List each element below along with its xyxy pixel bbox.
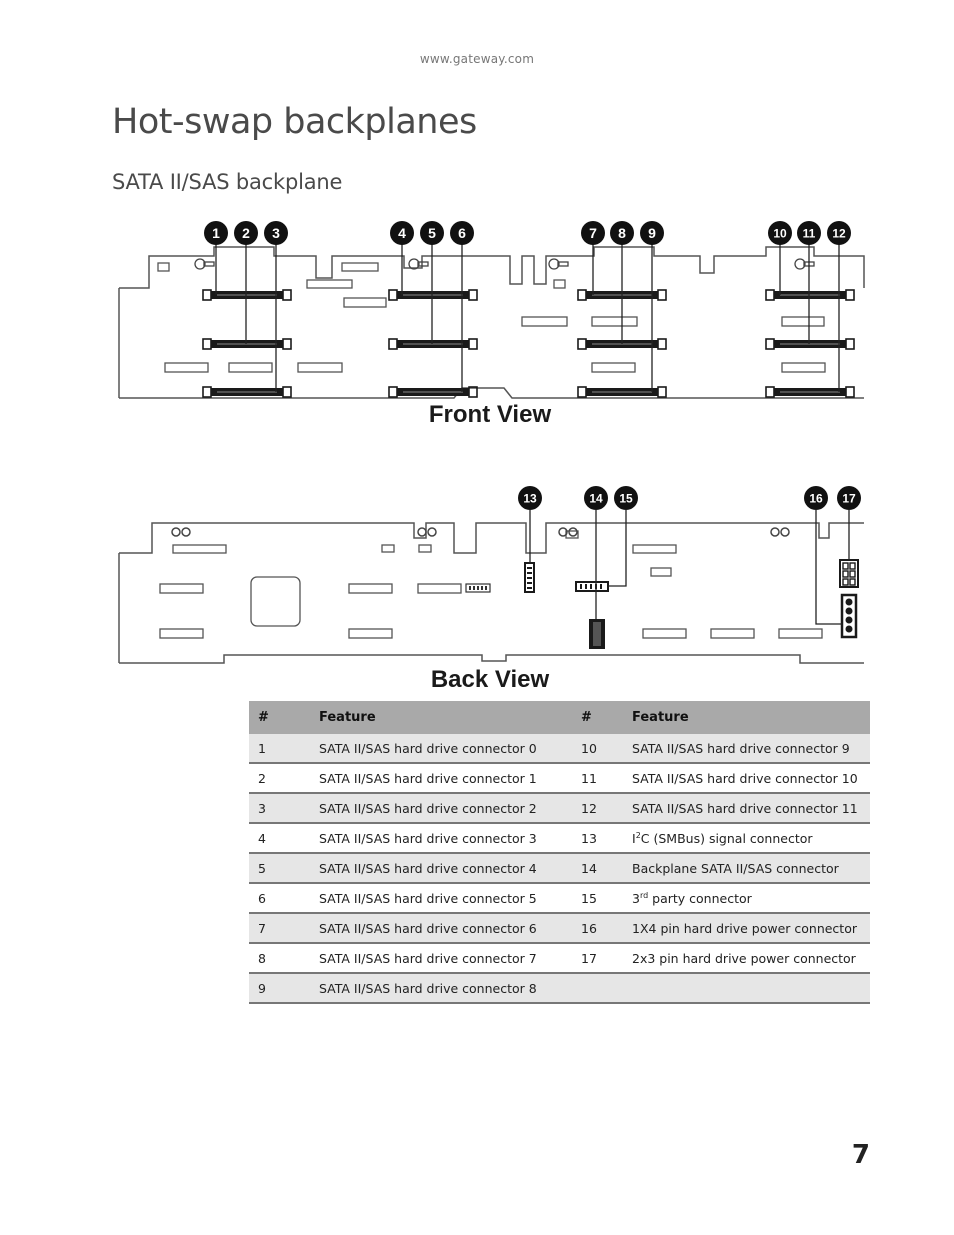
callout-10: 10 xyxy=(768,221,792,245)
cell-feature: 3rd party connector xyxy=(632,883,870,914)
cell-number: 11 xyxy=(572,763,632,794)
feature-table: # Feature # Feature 1 SATA II/SAS hard d… xyxy=(249,701,870,1004)
header-url: www.gateway.com xyxy=(419,52,535,66)
table-row: 8 SATA II/SAS hard drive connector 7 17 … xyxy=(249,943,870,974)
front-board xyxy=(118,243,865,399)
cell-feature: SATA II/SAS hard drive connector 4 xyxy=(319,853,572,884)
callout-12: 12 xyxy=(827,221,851,245)
svg-text:14: 14 xyxy=(589,492,603,506)
cell-feature: 1X4 pin hard drive power connector xyxy=(632,913,870,944)
table-row: 2 SATA II/SAS hard drive connector 1 11 … xyxy=(249,763,870,794)
cell-feature: Backplane SATA II/SAS connector xyxy=(632,853,870,884)
callout-8: 8 xyxy=(610,221,634,245)
backplane-diagram: Front View Back View 1 2 3 4 5 6 7 8 9 1… xyxy=(118,221,865,693)
col-header-feature-2: Feature xyxy=(632,701,870,734)
table-row: 5 SATA II/SAS hard drive connector 4 14 … xyxy=(249,853,870,884)
svg-text:10: 10 xyxy=(773,227,787,241)
cell-feature: SATA II/SAS hard drive connector 11 xyxy=(632,793,870,824)
svg-text:15: 15 xyxy=(619,492,633,506)
cell-feature: 2x3 pin hard drive power connector xyxy=(632,943,870,974)
cell-feature: SATA II/SAS hard drive connector 2 xyxy=(319,793,572,824)
cell-feature: SATA II/SAS hard drive connector 5 xyxy=(319,883,572,914)
table-row: 3 SATA II/SAS hard drive connector 2 12 … xyxy=(249,793,870,824)
svg-text:12: 12 xyxy=(832,227,846,241)
table-row: 1 SATA II/SAS hard drive connector 0 10 … xyxy=(249,734,870,764)
cell-number: 6 xyxy=(249,883,319,914)
cell-number: 17 xyxy=(572,943,632,974)
table-row: 7 SATA II/SAS hard drive connector 6 16 … xyxy=(249,913,870,944)
callout-7: 7 xyxy=(581,221,605,245)
front-view-label: Front View xyxy=(429,401,552,428)
svg-text:7: 7 xyxy=(589,225,597,241)
cell-number: 10 xyxy=(572,734,632,764)
cell-number: 14 xyxy=(572,853,632,884)
cell-number: 2 xyxy=(249,763,319,794)
svg-text:4: 4 xyxy=(398,225,406,241)
section-title: SATA II/SAS backplane xyxy=(112,170,343,194)
callout-4: 4 xyxy=(390,221,414,245)
callout-15: 15 xyxy=(614,486,638,510)
back-board xyxy=(118,510,864,664)
svg-text:13: 13 xyxy=(523,492,537,506)
cell-number: 7 xyxy=(249,913,319,944)
table-header-row: # Feature # Feature xyxy=(249,701,870,734)
callout-3: 3 xyxy=(264,221,288,245)
table-row: 6 SATA II/SAS hard drive connector 5 15 … xyxy=(249,883,870,914)
callout-9: 9 xyxy=(640,221,664,245)
svg-text:3: 3 xyxy=(272,225,280,241)
cell-feature: SATA II/SAS hard drive connector 6 xyxy=(319,913,572,944)
table-row: 4 SATA II/SAS hard drive connector 3 13 … xyxy=(249,823,870,854)
svg-text:11: 11 xyxy=(803,227,816,241)
cell-number: 5 xyxy=(249,853,319,884)
page-number: 7 xyxy=(851,1140,870,1170)
cell-number: 8 xyxy=(249,943,319,974)
cell-number: 12 xyxy=(572,793,632,824)
cell-feature xyxy=(632,973,870,1004)
cell-feature: SATA II/SAS hard drive connector 10 xyxy=(632,763,870,794)
col-header-number: # xyxy=(249,701,319,734)
cell-number: 1 xyxy=(249,734,319,764)
page-title: Hot-swap backplanes xyxy=(112,102,477,142)
callout-14: 14 xyxy=(584,486,608,510)
cell-number: 9 xyxy=(249,973,319,1004)
cell-feature: SATA II/SAS hard drive connector 0 xyxy=(319,734,572,764)
svg-text:8: 8 xyxy=(618,225,626,241)
callout-13: 13 xyxy=(518,486,542,510)
callout-11: 11 xyxy=(797,221,821,245)
callout-1: 1 xyxy=(204,221,228,245)
cell-number: 4 xyxy=(249,823,319,854)
cell-feature: I2C (SMBus) signal connector xyxy=(632,823,870,854)
cell-feature: SATA II/SAS hard drive connector 9 xyxy=(632,734,870,764)
cell-number: 3 xyxy=(249,793,319,824)
back-view-label: Back View xyxy=(431,666,550,693)
svg-text:2: 2 xyxy=(242,225,250,241)
callout-17: 17 xyxy=(837,486,861,510)
svg-text:1: 1 xyxy=(212,225,220,241)
cell-number: 13 xyxy=(572,823,632,854)
callout-6: 6 xyxy=(450,221,474,245)
col-header-feature: Feature xyxy=(319,701,572,734)
cell-number: 16 xyxy=(572,913,632,944)
cell-feature: SATA II/SAS hard drive connector 7 xyxy=(319,943,572,974)
col-header-number-2: # xyxy=(572,701,632,734)
svg-text:6: 6 xyxy=(458,225,466,241)
cell-feature: SATA II/SAS hard drive connector 1 xyxy=(319,763,572,794)
svg-text:9: 9 xyxy=(648,225,656,241)
svg-text:17: 17 xyxy=(842,492,856,506)
cell-number xyxy=(572,973,632,1004)
svg-text:5: 5 xyxy=(428,225,436,241)
table-row: 9 SATA II/SAS hard drive connector 8 xyxy=(249,973,870,1004)
callout-5: 5 xyxy=(420,221,444,245)
cell-feature: SATA II/SAS hard drive connector 3 xyxy=(319,823,572,854)
callout-16: 16 xyxy=(804,486,828,510)
callout-2: 2 xyxy=(234,221,258,245)
cell-feature: SATA II/SAS hard drive connector 8 xyxy=(319,973,572,1004)
svg-text:16: 16 xyxy=(809,492,823,506)
cell-number: 15 xyxy=(572,883,632,914)
